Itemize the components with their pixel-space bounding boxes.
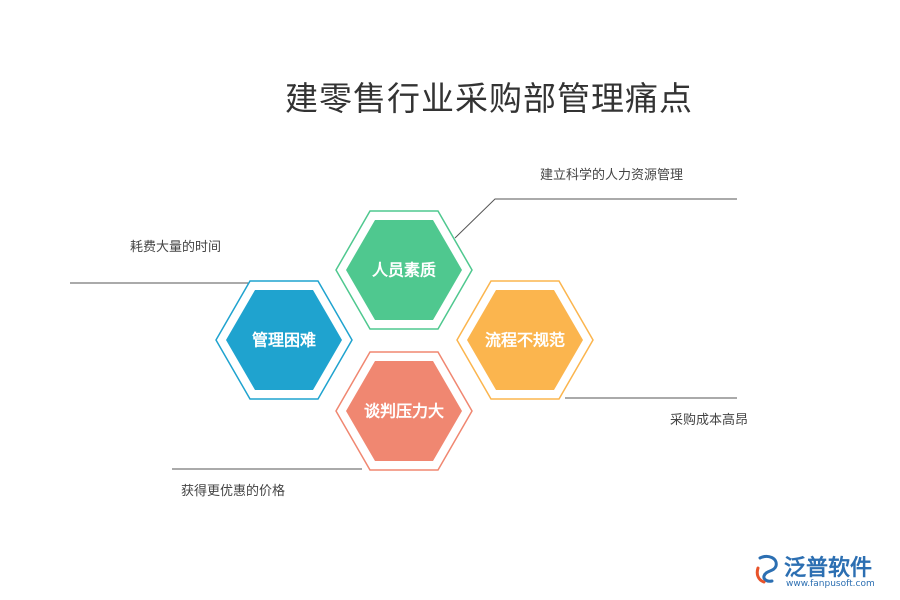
hexagon-label: 谈判压力大 bbox=[364, 402, 444, 421]
hexagon-fill bbox=[346, 361, 462, 461]
fanpu-logo-icon bbox=[755, 554, 778, 584]
hexagon-management-difficulty: 管理困难 bbox=[215, 280, 353, 400]
brand-logo: 泛普软件 www.fanpusoft.com bbox=[750, 548, 890, 594]
page-title: 建零售行业采购部管理痛点 bbox=[285, 79, 693, 118]
hexagon-label: 管理困难 bbox=[252, 331, 316, 350]
hexagon-label: 流程不规范 bbox=[485, 331, 565, 350]
connector-top-right bbox=[454, 198, 737, 239]
hexagon-staff-quality: 人员素质 bbox=[335, 210, 473, 330]
note-right: 采购成本高昂 bbox=[670, 412, 748, 428]
note-left: 耗费大量的时间 bbox=[130, 239, 221, 255]
hexagon-negotiation-pressure: 谈判压力大 bbox=[335, 351, 473, 471]
hexagon-irregular-process: 流程不规范 bbox=[456, 280, 594, 400]
hexagon-label: 人员素质 bbox=[372, 261, 436, 280]
logo-url: www.fanpusoft.com bbox=[786, 579, 875, 589]
hexagon-fill bbox=[226, 290, 342, 390]
logo-name: 泛普软件 bbox=[784, 556, 873, 581]
hexagon-fill bbox=[346, 220, 462, 320]
note-top-right: 建立科学的人力资源管理 bbox=[540, 167, 683, 183]
note-bottom-left: 获得更优惠的价格 bbox=[181, 483, 285, 499]
hexagon-fill bbox=[467, 290, 583, 390]
